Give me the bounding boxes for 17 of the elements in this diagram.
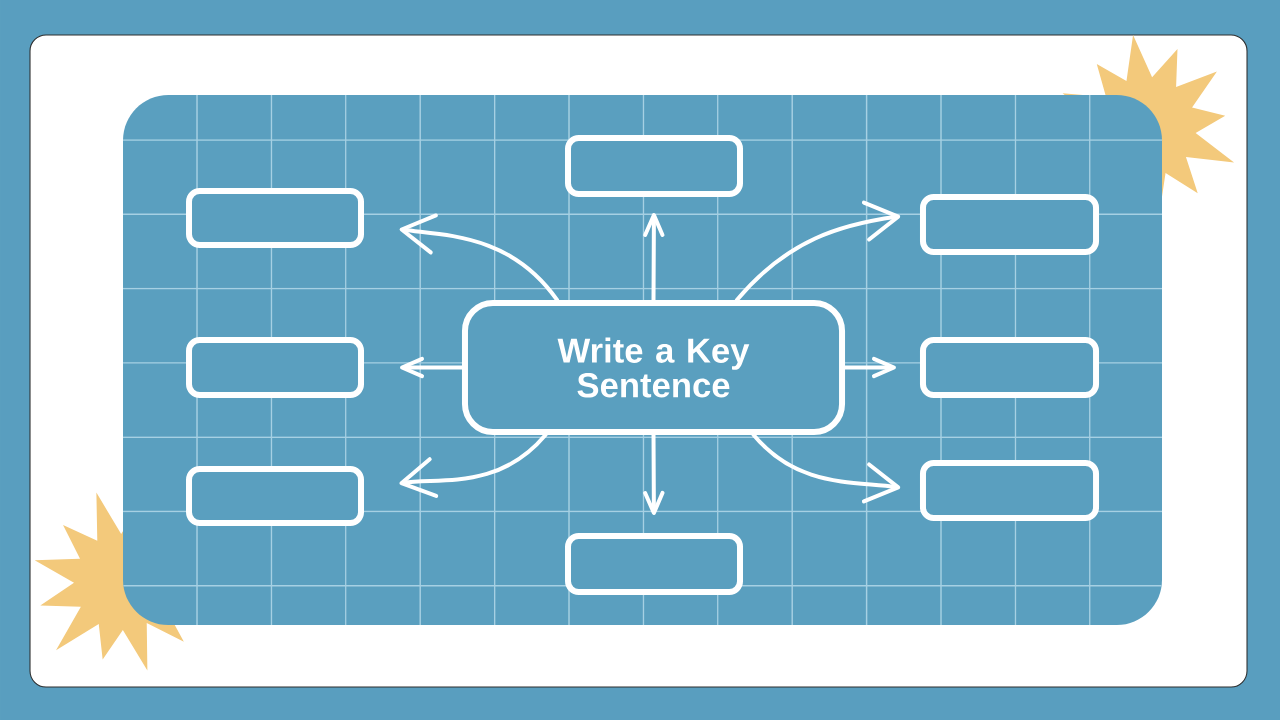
answer-box [186, 466, 364, 526]
answer-box [920, 460, 1100, 521]
arrow [643, 433, 665, 515]
arrow [400, 356, 464, 379]
answer-box [565, 135, 743, 197]
curved-arrow [399, 213, 560, 302]
answer-box [920, 194, 1100, 255]
arrow [843, 356, 896, 379]
curved-arrow [734, 200, 901, 302]
answer-box [565, 533, 743, 595]
central-box: Write a Key Sentence [462, 299, 846, 435]
curved-arrow [399, 433, 548, 498]
answer-box [186, 337, 364, 398]
answer-box [186, 188, 364, 248]
curved-arrow [751, 433, 901, 504]
arrow [643, 213, 665, 302]
answer-box [920, 337, 1100, 398]
